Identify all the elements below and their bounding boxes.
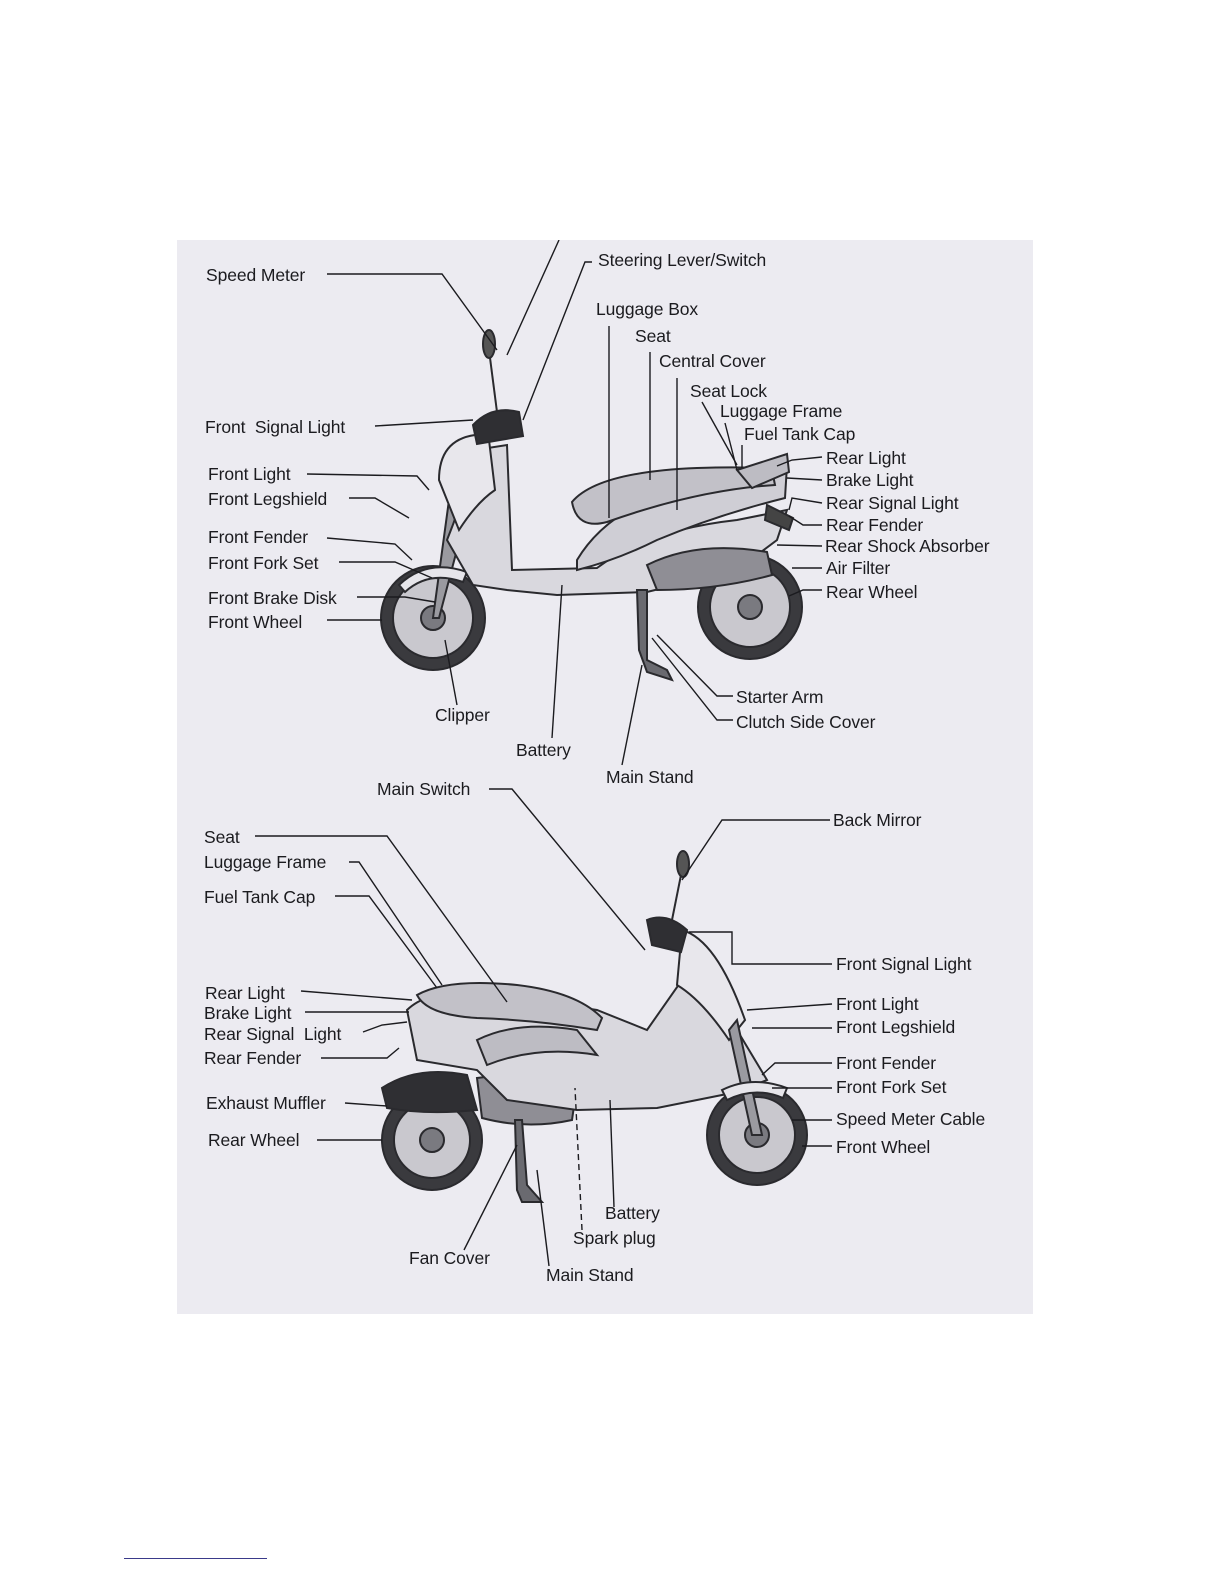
label-fuel-tank-cap: Fuel Tank Cap [744,426,855,444]
label-clipper: Clipper [435,707,490,725]
label-front-fender: Front Fender [836,1055,936,1073]
label-battery: Battery [605,1205,660,1223]
label-front-legshield: Front Legshield [208,491,327,509]
label-starter-arm: Starter Arm [736,689,823,707]
label-front-brake-disk: Front Brake Disk [208,590,337,608]
label-front-fender: Front Fender [208,529,308,547]
label-fan-cover: Fan Cover [409,1250,490,1268]
label-fuel-tank-cap: Fuel Tank Cap [204,889,315,907]
label-main-switch: Main Switch [377,781,470,799]
bottom-scooter-illustration [382,851,807,1202]
label-front-fork-set: Front Fork Set [836,1079,946,1097]
label-rear-light: Rear Light [205,985,285,1003]
scooter-parts-diagram: Speed Meter Steering Lever/Switch Luggag… [177,240,1033,1314]
footnote-rule [124,1558,267,1559]
label-main-stand: Main Stand [546,1267,634,1285]
label-front-legshield: Front Legshield [836,1019,955,1037]
label-speed-meter-cable: Speed Meter Cable [836,1111,985,1129]
label-front-signal-light: Front Signal Light [205,419,345,437]
label-rear-fender: Rear Fender [826,517,923,535]
label-central-cover: Central Cover [659,353,766,371]
label-clutch-side-cover: Clutch Side Cover [736,714,875,732]
label-seat: Seat [635,328,671,346]
label-seat-lock: Seat Lock [690,383,767,401]
label-front-wheel: Front Wheel [208,614,302,632]
label-seat: Seat [204,829,240,847]
label-front-fork-set: Front Fork Set [208,555,318,573]
label-steering-lever-switch: Steering Lever/Switch [598,252,766,270]
label-battery: Battery [516,742,571,760]
label-rear-fender: Rear Fender [204,1050,301,1068]
label-front-light: Front Light [836,996,919,1014]
label-exhaust-muffler: Exhaust Muffler [206,1095,326,1113]
label-rear-wheel: Rear Wheel [208,1132,299,1150]
label-front-light: Front Light [208,466,291,484]
label-rear-wheel: Rear Wheel [826,584,917,602]
label-brake-light: Brake Light [204,1005,291,1023]
label-front-wheel: Front Wheel [836,1139,930,1157]
label-main-stand: Main Stand [606,769,694,787]
label-luggage-frame: Luggage Frame [204,854,326,872]
label-back-mirror: Back Mirror [833,812,921,830]
label-rear-light: Rear Light [826,450,906,468]
label-rear-signal-light: Rear Signal Light [204,1026,341,1044]
label-spark-plug: Spark plug [573,1230,656,1248]
label-luggage-frame: Luggage Frame [720,403,842,421]
label-air-filter: Air Filter [826,560,890,578]
label-luggage-box: Luggage Box [596,301,698,319]
label-brake-light: Brake Light [826,472,913,490]
label-rear-signal-light: Rear Signal Light [826,495,959,513]
label-rear-shock-absorber: Rear Shock Absorber [825,538,989,556]
label-speed-meter: Speed Meter [206,267,305,285]
label-front-signal-light: Front Signal Light [836,956,971,974]
